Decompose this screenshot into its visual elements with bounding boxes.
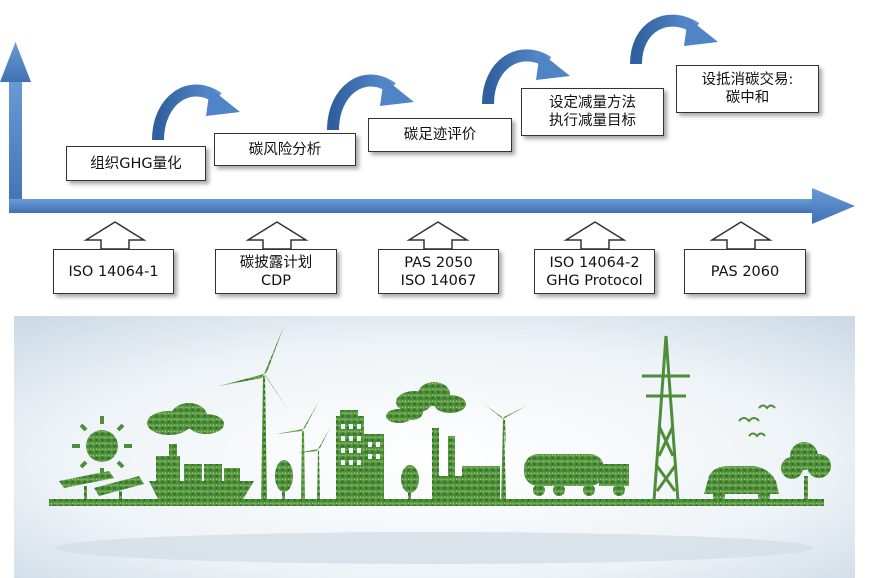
curved-arrow-icon — [327, 74, 414, 131]
standard-label: ISO 14064-1 — [68, 263, 159, 280]
standard-box-iso14064-2: ISO 14064-2 GHG Protocol — [534, 249, 655, 294]
wind-turbine-icon — [298, 428, 330, 501]
solar-panel-icon — [59, 471, 144, 499]
step-box-carbon-footprint: 碳足迹评价 — [368, 118, 512, 152]
cloud-icon — [396, 382, 466, 413]
up-arrow-icon — [83, 221, 147, 250]
step-box-carbon-risk: 碳风险分析 — [214, 133, 356, 166]
green-city-illustration — [14, 316, 855, 578]
curved-arrow-icon — [630, 14, 718, 65]
cloud-icon — [147, 403, 224, 435]
step-label: 碳足迹评价 — [403, 127, 477, 143]
horizontal-axis-arrow — [9, 188, 855, 224]
bird-icon — [738, 404, 776, 438]
standard-box-cdp: 碳披露计划 CDP — [215, 249, 337, 294]
standard-label-line2: GHG Protocol — [546, 272, 643, 289]
up-arrow-icon — [709, 221, 773, 250]
step-label: 组织GHG量化 — [90, 155, 182, 172]
standard-label-line1: PAS 2050 — [404, 254, 473, 271]
cloud-icon — [386, 404, 423, 423]
wind-turbine-icon — [484, 404, 526, 501]
standard-label-line2: CDP — [260, 272, 292, 289]
electric-car-icon — [704, 466, 779, 502]
tree-icon — [401, 465, 419, 501]
tanker-truck-icon — [524, 454, 629, 496]
step-label-line2: 碳中和 — [725, 90, 770, 106]
vertical-axis-arrow — [0, 42, 31, 212]
ground-strip — [49, 499, 824, 506]
standard-label-line1: 碳披露计划 — [239, 254, 313, 271]
sun-icon — [72, 416, 132, 476]
building-icon — [336, 410, 384, 501]
standard-label-line1: ISO 14064-2 — [549, 254, 640, 271]
up-arrow-icon — [563, 221, 627, 250]
step-box-reduction-targets: 设定减量方法 执行减量目标 — [521, 88, 664, 136]
up-arrow-icon — [245, 221, 309, 250]
step-label: 碳风险分析 — [248, 141, 322, 158]
factory-icon — [432, 428, 500, 501]
step-box-ghg-quantification: 组织GHG量化 — [66, 146, 206, 181]
tree-icon — [275, 460, 293, 501]
carbon-roadmap-diagram — [0, 14, 855, 250]
step-label-line1: 设抵消碳交易: — [701, 72, 794, 88]
power-tower-icon — [642, 335, 690, 502]
wind-turbine-icon — [276, 401, 319, 501]
cargo-ship-icon — [149, 444, 254, 501]
step-label-line2: 执行减量目标 — [549, 113, 636, 129]
standard-box-pas2060: PAS 2060 — [684, 249, 806, 294]
step-label-line1: 设定减量方法 — [549, 95, 636, 111]
standard-box-pas2050: PAS 2050 ISO 14067 — [378, 249, 499, 294]
wind-turbine-icon — [219, 326, 289, 501]
standard-label-line2: ISO 14067 — [400, 272, 477, 289]
building-window-grid — [341, 424, 380, 465]
standard-box-iso14064-1: ISO 14064-1 — [53, 249, 174, 294]
step-box-carbon-neutral: 设抵消碳交易: 碳中和 — [676, 65, 819, 113]
tree-icon — [781, 442, 831, 501]
standard-label: PAS 2060 — [710, 263, 780, 280]
curved-arrow-icon — [152, 84, 240, 141]
curved-arrow-icon — [482, 49, 570, 105]
up-arrow-icon — [406, 221, 470, 250]
